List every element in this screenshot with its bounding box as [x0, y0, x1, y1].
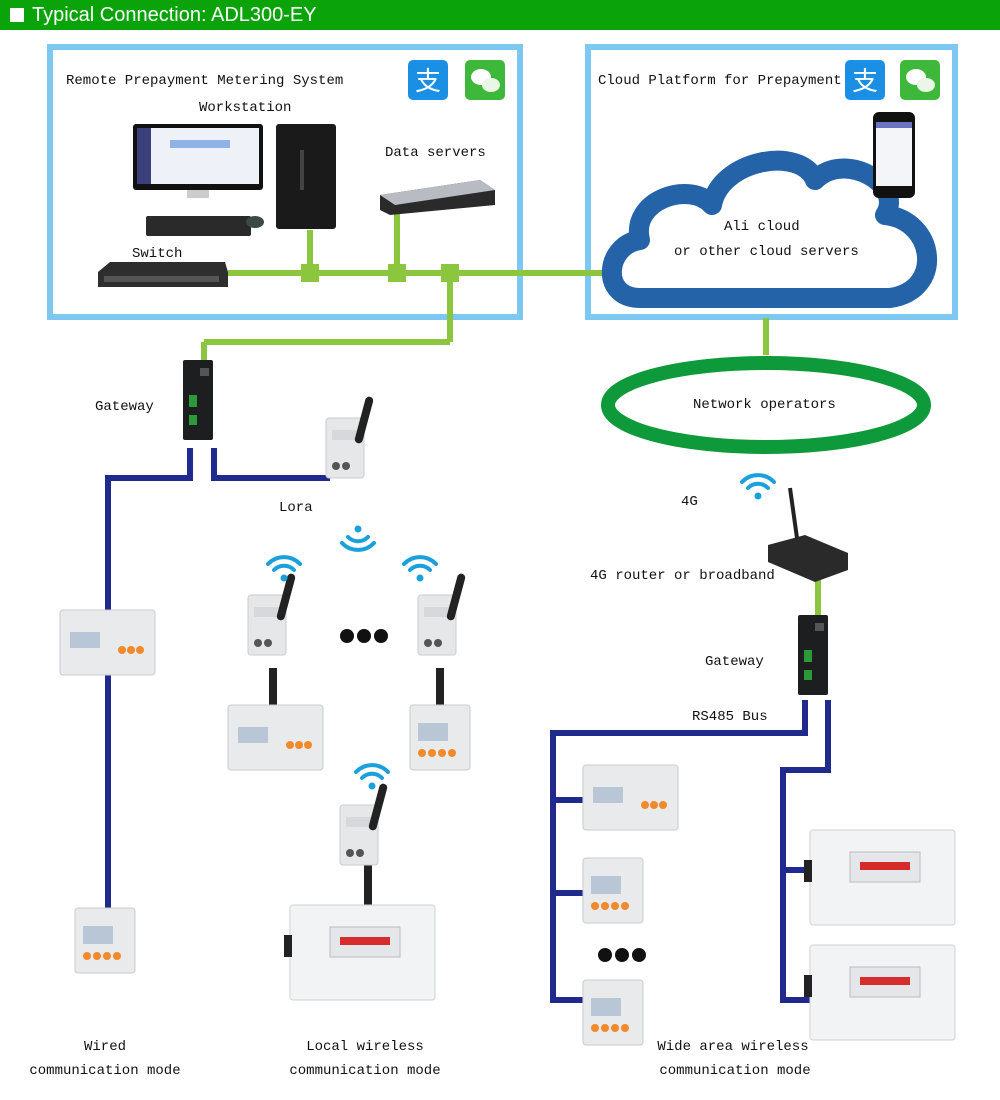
single-phase-meter [582, 857, 644, 924]
router-label: 4G router or broadband [590, 568, 775, 584]
ellipsis-icon [598, 948, 646, 962]
wired-mode-line2: communication mode [29, 1063, 181, 1079]
three-phase-meter [227, 704, 324, 771]
single-phase-meter [74, 907, 136, 974]
cloud-shape [601, 150, 937, 308]
meter-cabinet [283, 904, 436, 1001]
data-servers-label: Data servers [385, 145, 486, 161]
alipay-icon: 支 [845, 60, 885, 100]
network-operators-label: Network operators [693, 397, 836, 413]
three-phase-meter [59, 609, 156, 676]
4g-label: 4G [681, 494, 698, 510]
router-icon [768, 487, 848, 582]
alipay-icon: 支 [408, 60, 448, 100]
pc-tower-icon [276, 124, 336, 229]
local-wireless-mode-line2: communication mode [289, 1063, 441, 1079]
local-wireless-mode-line1: Local wireless [306, 1039, 424, 1055]
svg-text:支: 支 [415, 67, 441, 97]
switch-label: Switch [132, 246, 183, 262]
title-bar: Typical Connection: ADL300-EY [0, 0, 1000, 30]
lora-label: Lora [279, 500, 313, 516]
network-operators-ring [601, 356, 931, 454]
lora-module [417, 572, 467, 656]
monitor-icon [133, 124, 264, 236]
switch-icon [98, 262, 228, 287]
single-phase-meter [409, 704, 471, 771]
rs485-bus-label: RS485 Bus [692, 709, 768, 725]
lora-concentrator [325, 395, 375, 479]
cloud-line-2: or other cloud servers [674, 244, 859, 260]
wechat-icon [900, 60, 940, 100]
meter-cabinet [803, 829, 956, 926]
gateway-left-label: Gateway [95, 399, 154, 415]
lora-module [339, 782, 389, 866]
wifi-icon [266, 555, 302, 584]
wide-area-mode-line2: communication mode [659, 1063, 811, 1079]
single-phase-meter [582, 979, 644, 1046]
wired-mode-line1: Wired [83, 1039, 126, 1055]
smartphone-icon [873, 112, 915, 198]
wide-area-mode-line1: Wide area wireless [657, 1039, 809, 1055]
svg-text:支: 支 [852, 67, 878, 97]
ellipsis-icon [340, 629, 388, 643]
three-phase-meter [582, 764, 679, 831]
square-bullet-icon [10, 8, 24, 22]
wifi-icon [340, 523, 376, 552]
meter-cabinet [803, 944, 956, 1041]
wechat-icon [465, 60, 505, 100]
wifi-icon [740, 473, 776, 502]
lora-module [247, 572, 297, 656]
cloud-line-1: Ali cloud [724, 219, 800, 235]
local-system-title: Remote Prepayment Metering System [66, 73, 344, 89]
page-title: Typical Connection: ADL300-EY [32, 4, 317, 26]
local-system-panel [47, 44, 523, 320]
wifi-icon [402, 555, 438, 584]
workstation-label: Workstation [199, 100, 292, 116]
gateway-device [183, 360, 213, 440]
lora-links [269, 668, 444, 905]
cloud-platform-title: Cloud Platform for Prepayment [598, 73, 842, 89]
gateway-device [798, 615, 828, 695]
ethernet-lines [201, 210, 821, 618]
server-icon [380, 180, 495, 215]
cloud-platform-panel [585, 44, 958, 320]
gateway-right-label: Gateway [705, 654, 764, 670]
